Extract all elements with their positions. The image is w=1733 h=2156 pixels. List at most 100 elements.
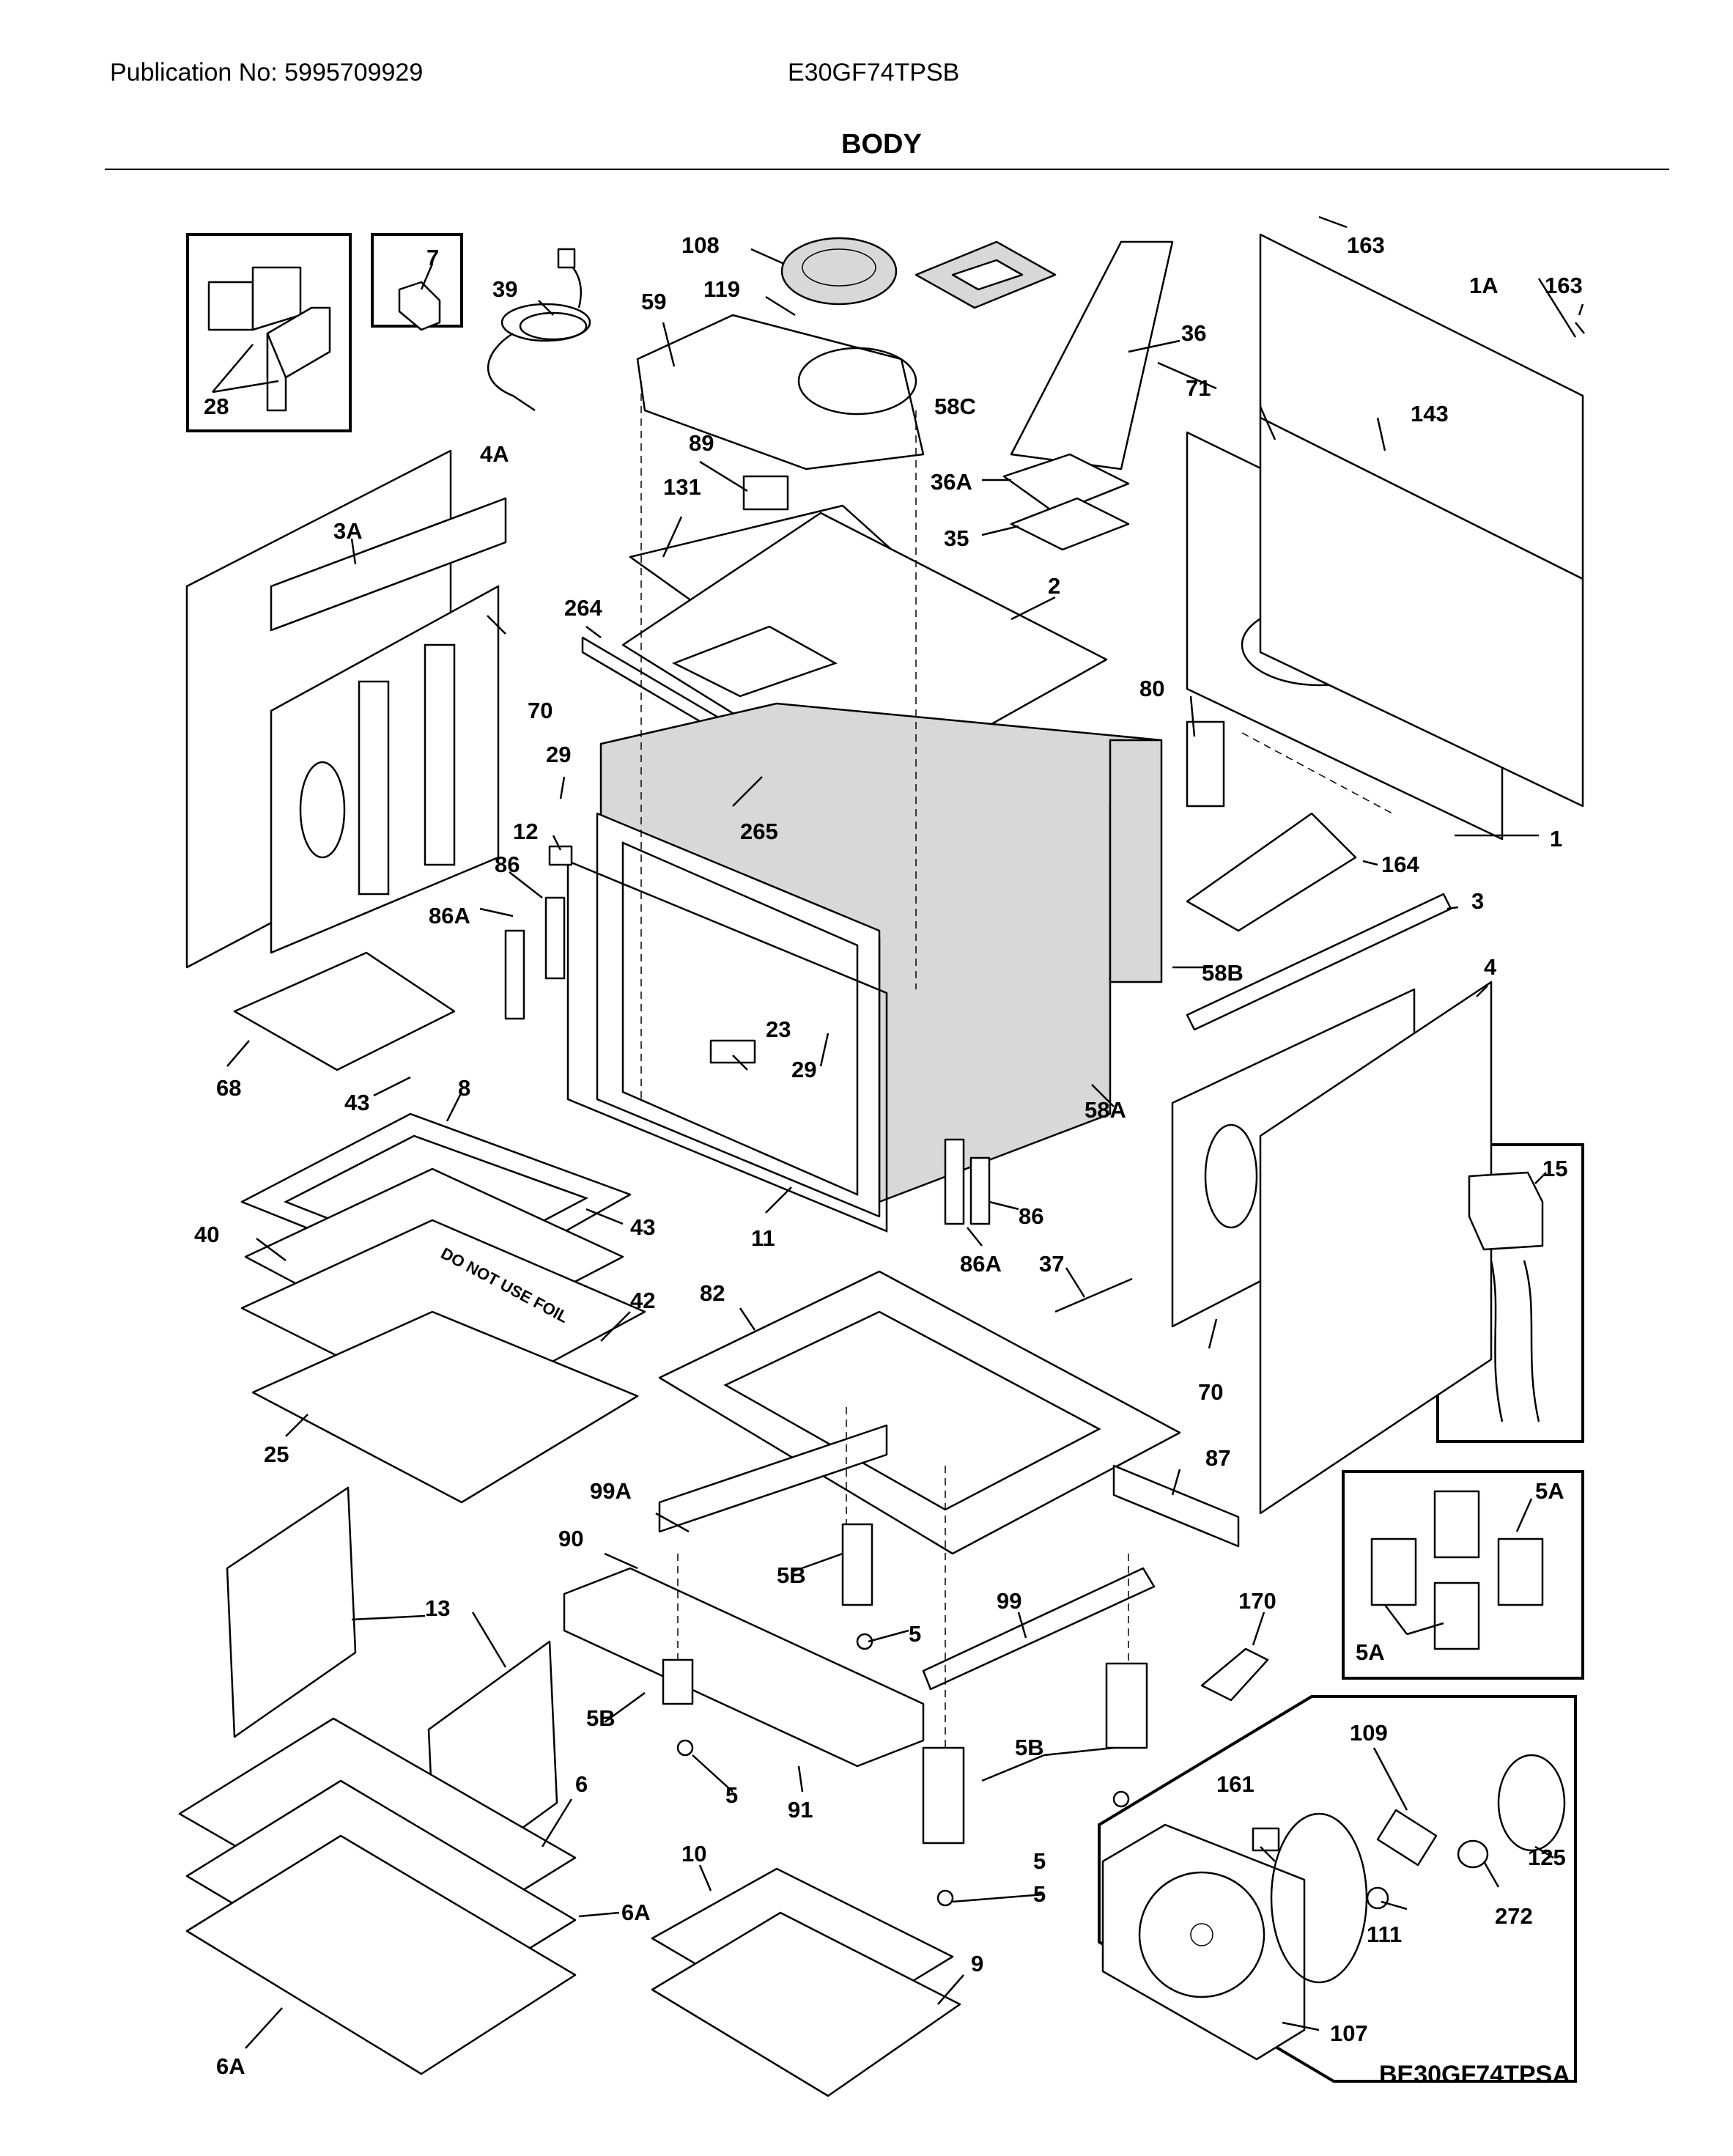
fan-motor-part-125 — [1497, 1754, 1566, 1852]
thermostat-part-89 — [742, 475, 789, 511]
callout-4: 4 — [1484, 954, 1497, 980]
rail-part-99 — [922, 1567, 1156, 1691]
fan-blade-part-109 — [1376, 1809, 1438, 1867]
callout-161: 161 — [1216, 1771, 1255, 1797]
callout-43-left: 43 — [344, 1090, 369, 1115]
callout-7: 7 — [426, 245, 439, 270]
bushing-part-272 — [1457, 1839, 1489, 1869]
header-divider — [105, 169, 1669, 170]
callout-5b-2: 5B — [586, 1705, 616, 1731]
callout-39: 39 — [492, 276, 517, 302]
rail-part-87 — [1112, 1464, 1240, 1548]
callout-35: 35 — [944, 525, 969, 551]
callout-29-mid: 29 — [791, 1057, 816, 1082]
callout-86a-right: 86A — [960, 1251, 1002, 1277]
pan-part-25 — [251, 1310, 639, 1504]
callout-5-2: 5 — [725, 1782, 738, 1808]
front-rail-part-91 — [563, 1567, 925, 1768]
callout-264: 264 — [564, 595, 602, 621]
bracket-part-170 — [1200, 1647, 1269, 1702]
hinge-receptacle-part-86a-right — [944, 1138, 991, 1225]
callout-28: 28 — [204, 394, 229, 419]
callout-37: 37 — [1039, 1251, 1064, 1277]
alignment-lines — [640, 381, 1393, 1751]
page-title: BODY — [841, 129, 922, 160]
inset-box-fan — [1098, 1695, 1577, 2083]
publication-number: Publication No: 5995709929 — [110, 59, 424, 86]
callout-71: 71 — [1186, 375, 1211, 401]
callout-59: 59 — [641, 289, 666, 314]
callout-125: 125 — [1528, 1845, 1566, 1870]
callout-170: 170 — [1238, 1588, 1276, 1614]
power-cord-part-39 — [487, 248, 591, 412]
callout-40: 40 — [194, 1222, 219, 1247]
duct-part-36 — [1010, 240, 1174, 470]
callout-29-top: 29 — [546, 742, 571, 767]
door-gasket-part-11 — [566, 860, 888, 1233]
model-number: E30GF74TPSB — [788, 59, 960, 86]
callout-5-3: 5 — [1033, 1848, 1046, 1874]
callout-36a: 36A — [931, 469, 972, 495]
callout-80: 80 — [1139, 676, 1164, 701]
callout-43-right: 43 — [630, 1214, 655, 1240]
gasket-part-36a — [1002, 453, 1130, 514]
callout-163-top: 163 — [1347, 232, 1385, 258]
callout-10: 10 — [681, 1841, 706, 1867]
callout-265: 265 — [740, 819, 778, 844]
brackets-part-28 — [207, 266, 331, 412]
callout-6: 6 — [575, 1771, 588, 1797]
callout-5-4: 5 — [1033, 1881, 1046, 1907]
leader-lines — [212, 215, 1585, 2049]
insulation-part-71 — [1259, 416, 1584, 808]
callout-99: 99 — [997, 1588, 1021, 1614]
side-panel-part-70-left — [270, 585, 500, 954]
hinge-receptacle-part-86a-left — [504, 896, 566, 1020]
callout-86a-left: 86A — [429, 903, 470, 929]
callout-5a-top: 5A — [1535, 1478, 1564, 1504]
diagram-code: BE30GF74TPSA — [1379, 2061, 1570, 2089]
top-shield-part-59 — [636, 314, 925, 470]
oven-liner — [596, 812, 881, 1218]
callout-25: 25 — [264, 1441, 289, 1467]
callout-15: 15 — [1542, 1156, 1567, 1181]
callout-8: 8 — [458, 1075, 470, 1101]
callout-108: 108 — [681, 232, 720, 258]
callout-272: 272 — [1495, 1903, 1533, 1929]
callout-4a: 4A — [480, 441, 509, 467]
callout-5b-3: 5B — [1015, 1735, 1044, 1760]
callout-143: 143 — [1411, 401, 1449, 427]
callout-131: 131 — [663, 474, 701, 500]
callout-99a: 99A — [590, 1478, 632, 1504]
callout-3: 3 — [1471, 888, 1484, 914]
callout-68: 68 — [216, 1075, 241, 1101]
leveler-legs-part-5a — [1370, 1490, 1544, 1650]
oven-rack-part-6a-2 — [185, 1834, 577, 2075]
gasket-part-58c — [914, 240, 1057, 309]
inset-box-28 — [186, 233, 352, 432]
callout-23: 23 — [766, 1016, 791, 1042]
callout-58b: 58B — [1202, 960, 1244, 986]
callout-58a: 58A — [1084, 1097, 1126, 1123]
callout-3a: 3A — [333, 518, 363, 544]
frame-part-82 — [658, 1270, 1181, 1555]
heating-element-part-161 — [1252, 1812, 1368, 1984]
callout-87: 87 — [1205, 1445, 1230, 1471]
callout-1a: 1A — [1469, 273, 1499, 298]
callout-86-right: 86 — [1019, 1203, 1043, 1229]
callout-82: 82 — [700, 1280, 725, 1306]
callout-2: 2 — [1048, 573, 1060, 599]
callout-12: 12 — [513, 819, 538, 844]
callout-11: 11 — [751, 1225, 775, 1251]
side-panel-part-4 — [1259, 981, 1493, 1515]
igniter-part-12 — [548, 845, 573, 866]
callout-6a-bottom: 6A — [216, 2053, 245, 2079]
callout-89: 89 — [689, 430, 714, 456]
callout-91: 91 — [788, 1797, 813, 1823]
callout-111: 111 — [1367, 1921, 1402, 1947]
broiler-pan-part-9 — [651, 1911, 961, 2097]
callout-labels: 163 1A 163 143 71 1 80 164 3 4 58B 58A 1… — [194, 232, 1583, 2079]
gasket-part-35 — [1010, 497, 1130, 551]
bracket-part-80 — [1186, 720, 1225, 808]
motor-part-108 — [780, 237, 898, 306]
callout-5-1: 5 — [909, 1621, 921, 1647]
